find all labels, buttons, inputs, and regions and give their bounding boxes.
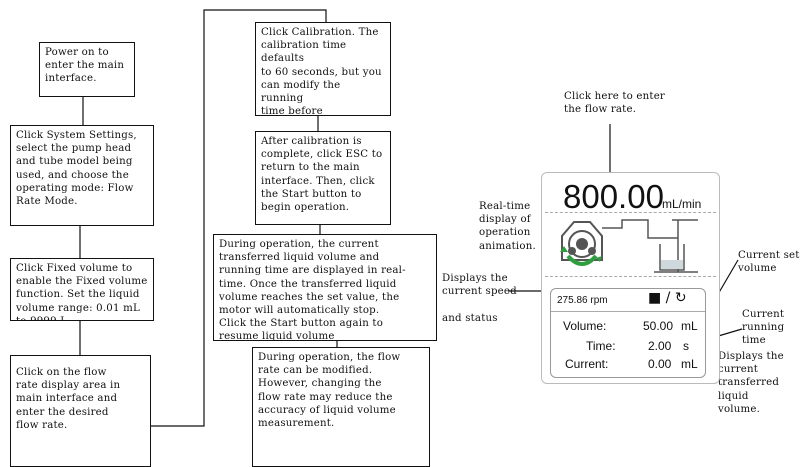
divider-top [545,212,716,213]
current-value: 0.00 [648,357,672,371]
pump-animation-illustration [560,219,698,273]
step-modify-flow-rate: During operation, the flow rate can be m… [252,347,430,467]
step-enter-flow-rate: Click on the flow rate display area in m… [10,355,151,467]
beaker-icon [654,219,698,273]
flow-rate-unit: mL/min [662,197,702,211]
time-label: Time: [586,339,616,353]
stop-reverse-controls[interactable]: ■ / ↻ [648,290,687,306]
status-separator [551,311,705,312]
callout-animation: Real-time display of operation animation… [479,201,536,252]
current-label: Current: [565,357,609,371]
step-system-settings: Click System Settings, select the pump h… [10,125,154,226]
volume-unit: mL [681,319,698,333]
callout-speed-status: Displays the current speed and status [442,273,517,324]
step-power-on: Power on to enter the main interface. [39,42,135,97]
pump-head-icon [560,221,603,266]
time-unit: s [683,339,689,353]
flow-rate-value[interactable]: 800.00 [563,178,664,215]
status-box [550,288,706,378]
callout-set-volume: Current set volume [738,250,800,275]
current-unit: mL [681,357,698,371]
step-after-calibration: After calibration is complete, click ESC… [255,131,391,225]
divider-bottom [545,276,716,277]
speed-readout: 275.86 rpm [557,295,608,306]
callout-transferred-volume: Displays the current transferred liquid … [718,351,784,415]
step-during-operation: During operation, the current transferre… [213,234,437,341]
callout-flow-rate: Click here to enter the flow rate. [564,91,666,116]
step-calibration: Click Calibration. The calibration time … [255,22,391,116]
time-value[interactable]: 2.00 [648,339,672,353]
callout-running-time: Current running time [742,309,785,347]
step-fixed-volume: Click Fixed volume to enable the Fixed v… [10,258,154,321]
volume-label: Volume: [563,319,607,333]
volume-value[interactable]: 50.00 [643,319,674,333]
